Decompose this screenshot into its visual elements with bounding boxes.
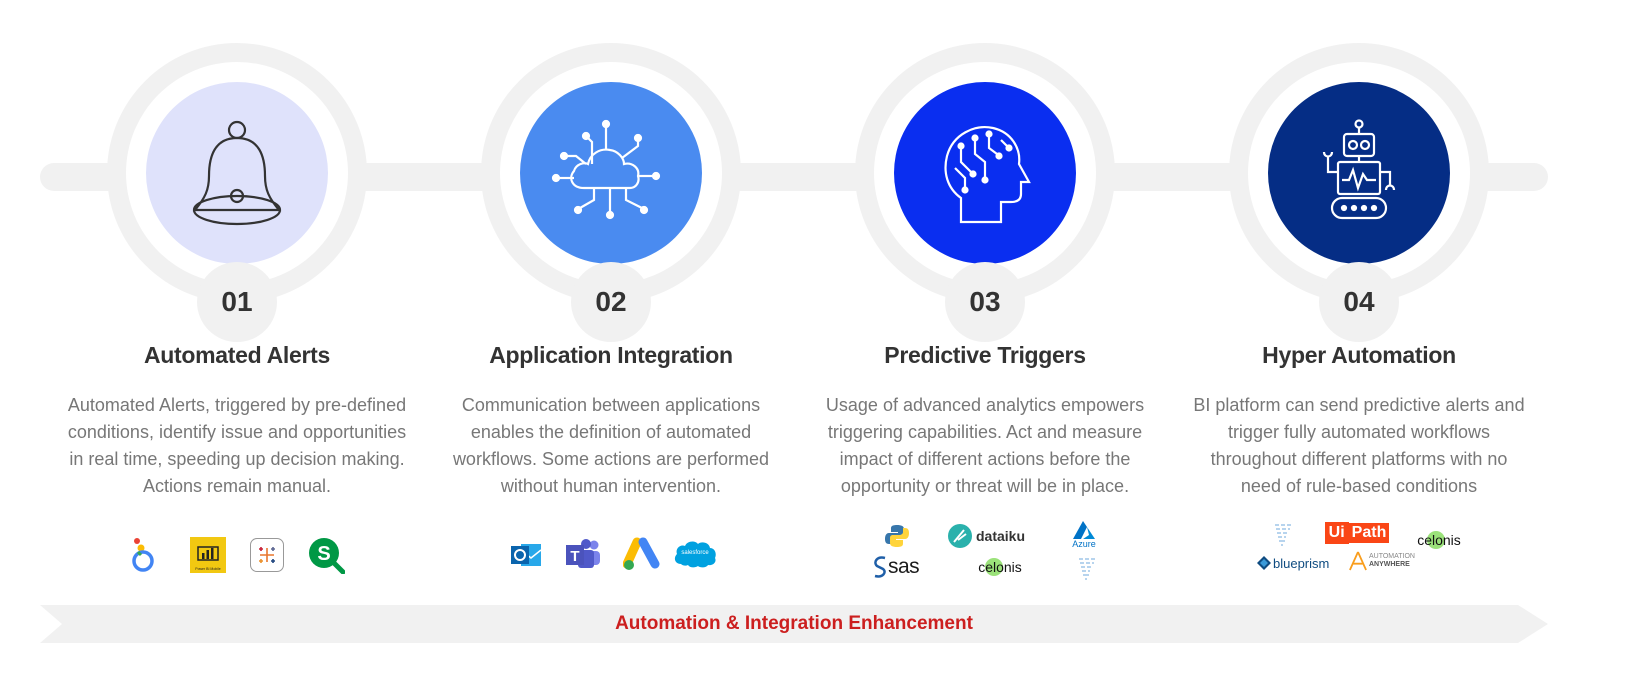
- celonis-logo: celonis: [1411, 528, 1467, 552]
- step-ring: [1229, 43, 1489, 303]
- step-number: 04: [1343, 286, 1375, 317]
- bell-icon: [192, 120, 282, 226]
- svg-text:T: T: [570, 548, 579, 565]
- step-ring: [107, 43, 367, 303]
- uipath-path-label: Path: [1348, 523, 1390, 543]
- celonis-label: celonis: [1417, 532, 1461, 548]
- step-title: Hyper Automation: [1262, 342, 1456, 368]
- logo-strip: Power BI Mobile S: [67, 520, 407, 590]
- step-title: Automated Alerts: [143, 342, 331, 368]
- blueprism-logo: blueprism: [1257, 552, 1337, 574]
- celonis-logo: celonis: [965, 554, 1035, 580]
- celonis-label: celonis: [978, 559, 1022, 575]
- looker-logo: [127, 536, 159, 576]
- step-disc: [146, 82, 328, 264]
- dataiku-logo: dataiku: [948, 522, 1028, 550]
- step-number: 03: [969, 286, 1001, 317]
- outlook-logo: [509, 538, 543, 572]
- step-description: Automated Alerts, triggered by pre-defin…: [67, 395, 407, 496]
- step-number: 01: [221, 286, 253, 317]
- logo-strip: dataiku Azure sas celonis: [815, 520, 1155, 590]
- step-disc: [1268, 82, 1450, 264]
- aa-label-line1: AUTOMATION: [1368, 553, 1415, 560]
- sas-label: sas: [888, 555, 920, 578]
- cloud-network-icon: [551, 119, 661, 220]
- svg-text:S: S: [317, 543, 330, 565]
- python-logo: [883, 522, 911, 550]
- automation-anywhere-logo: AUTOMATION ANYWHERE: [1349, 548, 1415, 574]
- uipath-logo: Ui Path: [1324, 522, 1390, 544]
- logo-strip: Ui Path celonis blueprism AUTOMATION ANY…: [1189, 520, 1529, 590]
- qlik-sense-logo: S: [307, 536, 345, 574]
- google-ads-logo: [623, 536, 661, 574]
- dataiku-label: dataiku: [976, 528, 1026, 544]
- salesforce-logo: salesforce: [673, 538, 717, 570]
- number-tab: [197, 262, 277, 342]
- step-description: Usage of advanced analytics empowers tri…: [825, 395, 1145, 496]
- databricks-logo: [1075, 554, 1099, 582]
- brain-circuit-icon: [944, 126, 1031, 224]
- step-disc: [894, 82, 1076, 264]
- enhancement-banner: Automation & Integration Enhancement: [40, 605, 1548, 643]
- blueprism-label: blueprism: [1273, 555, 1330, 571]
- step-automated-alerts: 01 Automated Alerts Automated Alerts, tr…: [47, 0, 427, 600]
- banner-arrow-shape: [40, 605, 1548, 643]
- azure-logo: Azure: [1067, 520, 1101, 550]
- databricks-logo: [1271, 520, 1295, 548]
- azure-label: Azure: [1072, 539, 1096, 549]
- step-description: Communication between applications enabl…: [452, 395, 770, 496]
- teams-logo: T: [564, 537, 602, 573]
- logo-strip: T salesforce: [441, 520, 781, 590]
- aa-label-line2: ANYWHERE: [1368, 561, 1410, 568]
- step-title: Application Integration: [489, 342, 733, 368]
- number-tab: [1319, 262, 1399, 342]
- step-ring: [855, 43, 1115, 303]
- number-tab: [571, 262, 651, 342]
- step-application-integration: 02 Application Integration Communication…: [421, 0, 801, 600]
- step-predictive-triggers: 03 Predictive Triggers Usage of advanced…: [795, 0, 1175, 600]
- step-disc: [520, 82, 702, 264]
- salesforce-label: salesforce: [681, 550, 709, 556]
- step-description: BI platform can send predictive alerts a…: [1193, 395, 1525, 496]
- step-hyper-automation: 04 Hyper Automation BI platform can send…: [1169, 0, 1549, 600]
- banner-label: Automation & Integration Enhancement: [615, 613, 973, 634]
- tableau-logo: [250, 538, 284, 572]
- step-number: 02: [595, 286, 627, 317]
- power-bi-label: Power BI Mobile: [195, 567, 221, 571]
- robot-icon: [1322, 119, 1396, 220]
- step-title: Predictive Triggers: [884, 342, 1086, 368]
- step-ring: [481, 43, 741, 303]
- uipath-ui-label: Ui: [1324, 522, 1349, 544]
- power-bi-mobile-logo: Power BI Mobile: [190, 537, 226, 573]
- number-tab: [945, 262, 1025, 342]
- sas-logo: sas: [873, 552, 929, 582]
